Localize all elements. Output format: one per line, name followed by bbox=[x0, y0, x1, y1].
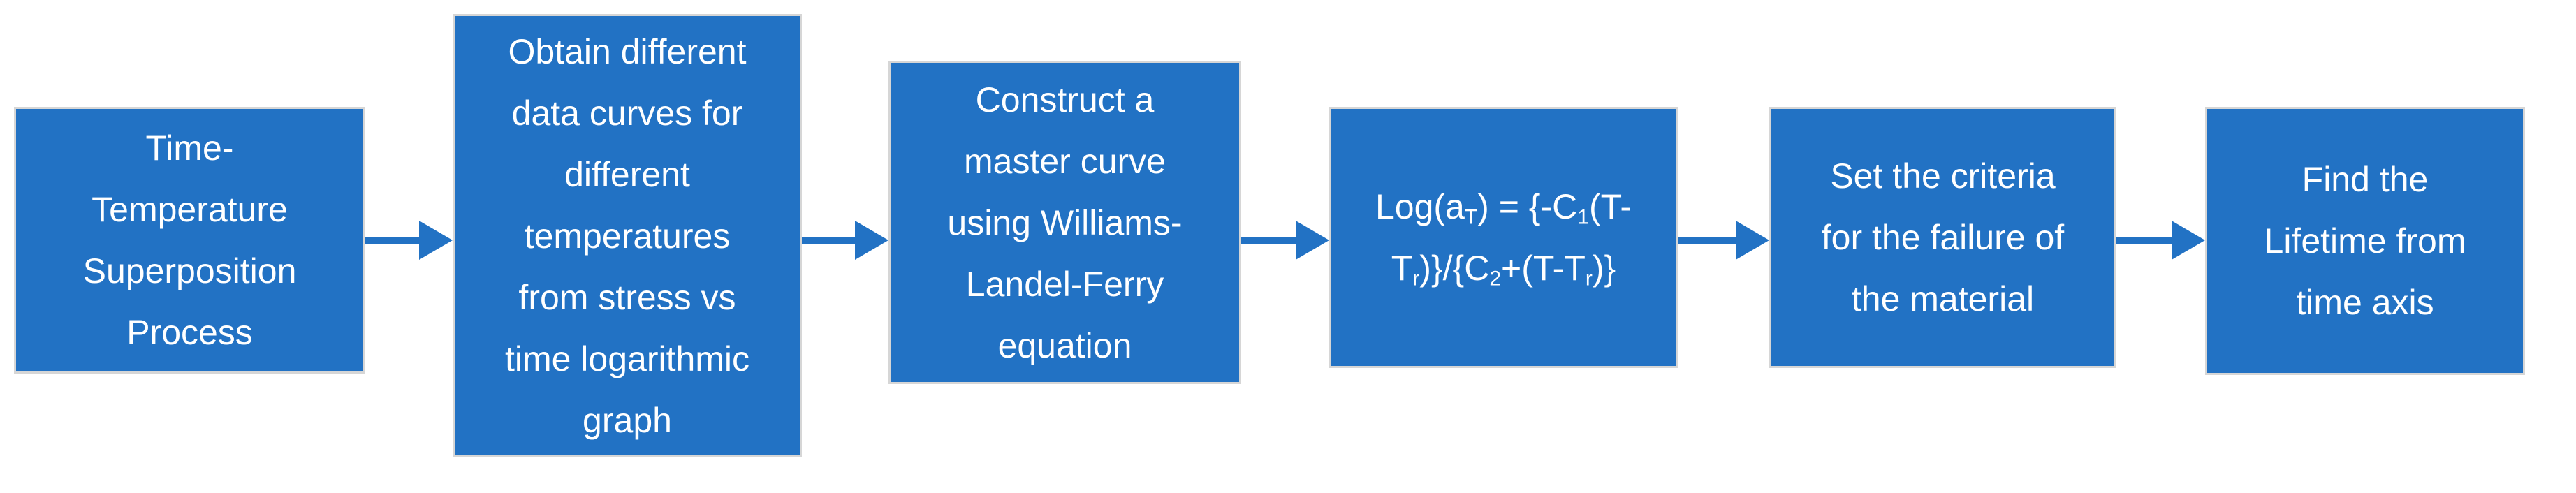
text-segment: time axis bbox=[2296, 283, 2434, 322]
text-line: for the failure of bbox=[1771, 207, 2114, 268]
text-line: different bbox=[455, 144, 800, 205]
flow-connector-arrow-3 bbox=[1241, 221, 1329, 260]
subscript: 1 bbox=[1577, 205, 1589, 229]
flow-connector-arrow-5 bbox=[2116, 221, 2205, 260]
text-segment: data curves for bbox=[511, 93, 743, 133]
text-line: Log(aT) = {-C1(T- bbox=[1331, 176, 1676, 237]
text-line: from stress vs bbox=[455, 267, 800, 328]
arrow-right-icon bbox=[855, 221, 888, 260]
text-line: Landel-Ferry bbox=[891, 253, 1239, 315]
arrow-shaft bbox=[365, 237, 420, 244]
text-segment: equation bbox=[997, 325, 1132, 365]
text-line: master curve bbox=[891, 131, 1239, 192]
text-segment: graph bbox=[583, 400, 672, 440]
text-line: time axis bbox=[2207, 272, 2523, 333]
text-segment: different bbox=[564, 154, 690, 194]
text-line: Set the criteria bbox=[1771, 145, 2114, 207]
subscript: T bbox=[1464, 205, 1478, 229]
text-line: graph bbox=[455, 390, 800, 451]
flow-connector-arrow-1 bbox=[365, 221, 453, 260]
text-segment: Lifetime from bbox=[2264, 221, 2466, 260]
text-segment: Landel-Ferry bbox=[965, 264, 1164, 304]
subscript: r bbox=[1412, 267, 1420, 290]
text-segment: Process bbox=[126, 313, 253, 352]
text-segment: Set the criteria bbox=[1830, 156, 2056, 196]
text-segment: Construct a bbox=[975, 80, 1155, 119]
text-segment: time logarithmic bbox=[504, 339, 750, 378]
text-segment: temperatures bbox=[524, 216, 731, 256]
text-line: temperatures bbox=[455, 205, 800, 267]
flow-step-3-box: Construct a master curve using Williams- La… bbox=[888, 61, 1241, 384]
text-segment: T bbox=[1391, 249, 1413, 288]
text-line: time logarithmic bbox=[455, 328, 800, 390]
flow-step-5-box: Set the criteria for the failure of the ma… bbox=[1769, 107, 2116, 368]
text-line: Lifetime from bbox=[2207, 210, 2523, 272]
text-line: data curves for bbox=[455, 82, 800, 144]
text-segment: Find the bbox=[2301, 160, 2429, 199]
text-segment: (T- bbox=[1588, 187, 1632, 226]
text-segment: master curve bbox=[964, 141, 1166, 181]
flow-step-2-text: Obtain different data curves for different… bbox=[455, 21, 800, 451]
text-segment: for the failure of bbox=[1821, 218, 2065, 257]
text-segment: Log(a bbox=[1375, 187, 1465, 226]
arrow-shaft bbox=[1241, 237, 1297, 244]
flow-step-2-box: Obtain different data curves for different… bbox=[453, 14, 802, 457]
subscript: 2 bbox=[1489, 267, 1502, 290]
text-segment: Superposition bbox=[82, 251, 297, 290]
text-line: using Williams- bbox=[891, 192, 1239, 253]
text-segment: ) = {-C bbox=[1477, 187, 1578, 226]
text-segment: )} bbox=[1592, 249, 1616, 288]
flow-step-4-box: Log(aT) = {-C1(T-Tr)}/{C2+(T-Tr)} bbox=[1329, 107, 1678, 368]
arrow-shaft bbox=[1678, 237, 1737, 244]
arrow-shaft bbox=[802, 237, 856, 244]
flow-step-3-text: Construct a master curve using Williams- La… bbox=[891, 69, 1239, 376]
arrow-right-icon bbox=[2172, 221, 2205, 260]
text-segment: using Williams- bbox=[947, 203, 1183, 242]
flow-connector-arrow-2 bbox=[802, 221, 888, 260]
arrow-right-icon bbox=[1296, 221, 1329, 260]
text-line: Time- bbox=[16, 117, 363, 179]
text-segment: )}/{C bbox=[1419, 249, 1490, 288]
text-segment: Obtain different bbox=[508, 31, 747, 71]
text-line: Tr)}/{C2+(T-Tr)} bbox=[1331, 237, 1676, 299]
text-segment: Time- bbox=[145, 128, 234, 168]
text-line: the material bbox=[1771, 268, 2114, 330]
flow-step-5-text: Set the criteria for the failure of the ma… bbox=[1771, 145, 2114, 330]
text-line: Construct a bbox=[891, 69, 1239, 131]
flow-connector-arrow-4 bbox=[1678, 221, 1769, 260]
text-segment: from stress vs bbox=[518, 277, 736, 317]
flow-step-4-equation: Log(aT) = {-C1(T-Tr)}/{C2+(T-Tr)} bbox=[1331, 176, 1676, 299]
text-line: Temperature bbox=[16, 179, 363, 240]
text-line: Obtain different bbox=[455, 21, 800, 82]
text-line: Process bbox=[16, 302, 363, 363]
text-line: Find the bbox=[2207, 149, 2523, 210]
arrow-shaft bbox=[2116, 237, 2173, 244]
text-segment: +(T-T bbox=[1501, 249, 1586, 288]
text-segment: Temperature bbox=[92, 190, 288, 229]
text-line: Superposition bbox=[16, 240, 363, 302]
arrow-right-icon bbox=[1736, 221, 1769, 260]
text-segment: the material bbox=[1851, 279, 2035, 318]
arrow-right-icon bbox=[419, 221, 453, 260]
subscript: r bbox=[1585, 267, 1593, 290]
text-line: equation bbox=[891, 315, 1239, 376]
